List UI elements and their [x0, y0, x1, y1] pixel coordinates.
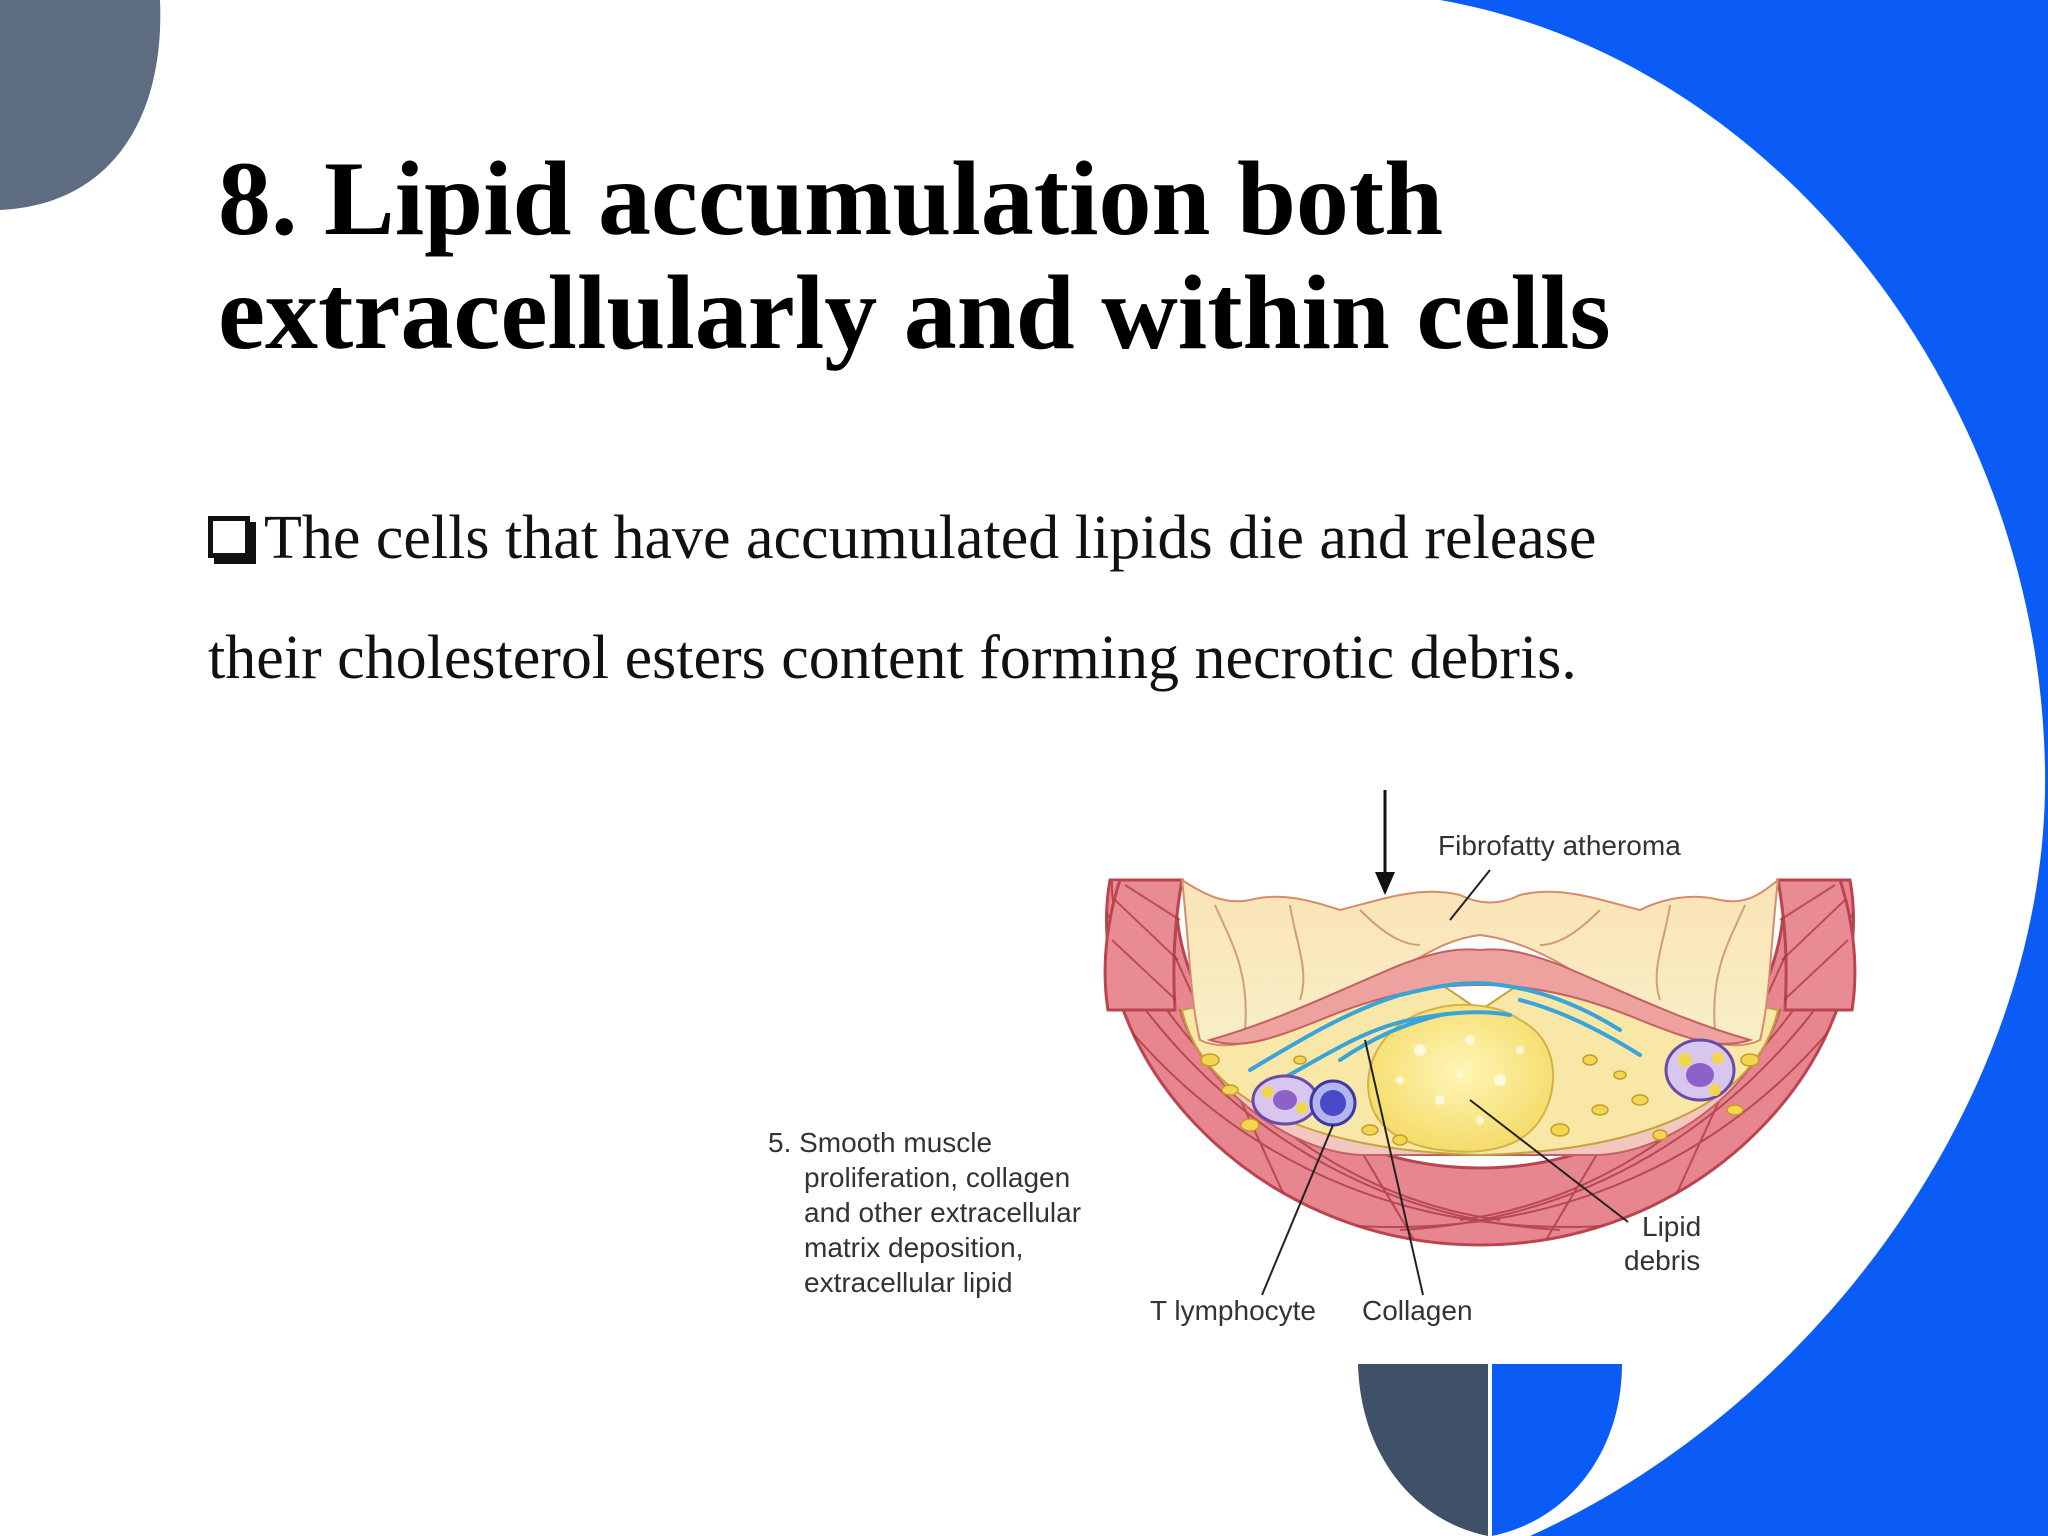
label-step5-line4: matrix deposition,: [804, 1232, 1023, 1263]
slide-title: 8. Lipid accumulation both extracellular…: [218, 142, 1718, 370]
bottom-slate-leaf: [1358, 1364, 1488, 1536]
pointer-arrow-head: [1375, 872, 1395, 895]
body-line-2: their cholesterol esters content forming…: [208, 624, 1577, 692]
t-lymphocyte-cell: [1309, 1079, 1357, 1127]
bottom-blue-leaf: [1492, 1364, 1622, 1536]
body-line-1: The cells that have accumulated lipids d…: [264, 504, 1597, 572]
label-lipid-line2: debris: [1624, 1245, 1700, 1276]
top-left-decor-shape: [0, 0, 161, 210]
right-blue-swoosh: [1440, 0, 2048, 1536]
label-step5-line2: proliferation, collagen: [804, 1162, 1070, 1193]
label-lipid-line1: Lipid: [1642, 1211, 1701, 1242]
lipid-debris-pool: [1367, 1003, 1555, 1153]
label-fibrofatty-atheroma: Fibrofatty atheroma: [1438, 830, 1681, 861]
label-t-lymphocyte: T lymphocyte: [1150, 1295, 1316, 1326]
title-line-1: 8. Lipid accumulation both: [218, 140, 1444, 257]
label-step5-line3: and other extracellular: [804, 1197, 1081, 1228]
label-step5-line5: extracellular lipid: [804, 1267, 1013, 1298]
foam-cells: [1251, 1038, 1736, 1126]
checkbox-bullet-icon: [208, 516, 250, 558]
label-step5-line1: 5. Smooth muscle: [768, 1127, 992, 1158]
label-collagen: Collagen: [1362, 1295, 1473, 1326]
fibrous-cap: [1206, 948, 1754, 1045]
body-paragraph: The cells that have accumulated lipids d…: [208, 478, 1810, 718]
title-line-2: extracellularly and within cells: [218, 254, 1611, 371]
